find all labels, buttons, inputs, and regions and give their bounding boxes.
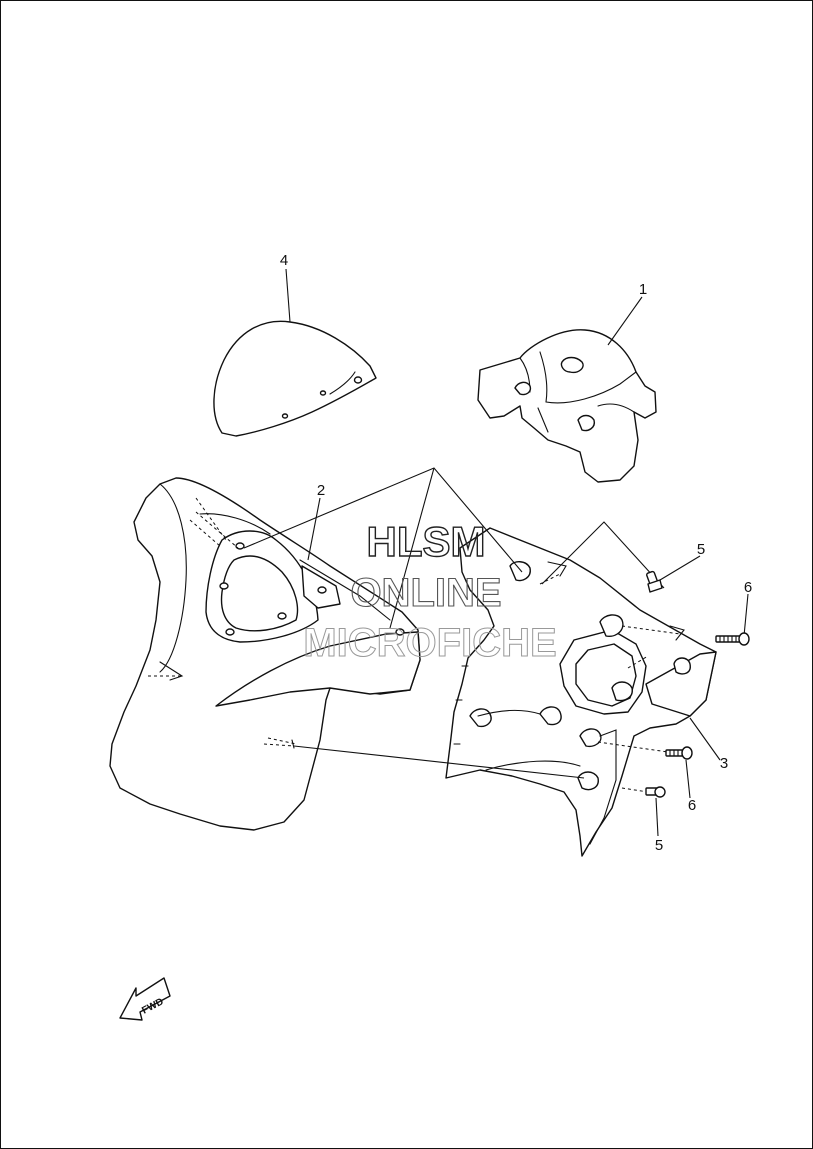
watermark-line-2: ONLINE [350, 571, 501, 615]
part-4-cover[interactable] [213, 320, 377, 437]
part-2-panel[interactable] [109, 477, 421, 831]
part-3-panel[interactable] [445, 527, 717, 857]
callout-3: 3 [720, 755, 728, 772]
bolt-6-top[interactable] [715, 632, 750, 646]
watermark: HLSM ONLINE MICROFICHE [303, 517, 557, 665]
callout-5-top: 5 [697, 541, 705, 558]
callout-2: 2 [317, 482, 325, 499]
watermark-line-1: HLSM [367, 518, 486, 565]
bolt-6-bottom[interactable] [665, 746, 693, 760]
screw-5-top[interactable] [646, 570, 663, 593]
leader-lines [243, 268, 749, 837]
callout-1: 1 [639, 281, 647, 298]
callout-4: 4 [280, 252, 288, 269]
watermark-line-3: MICROFICHE [303, 621, 556, 665]
screw-5-bottom[interactable] [645, 786, 666, 798]
part-1-cover[interactable] [477, 329, 657, 483]
fwd-arrow-icon: FWD [119, 977, 171, 1021]
callout-6-top: 6 [744, 579, 752, 596]
callout-6-bottom: 6 [688, 797, 696, 814]
callout-5-bottom: 5 [655, 837, 663, 854]
